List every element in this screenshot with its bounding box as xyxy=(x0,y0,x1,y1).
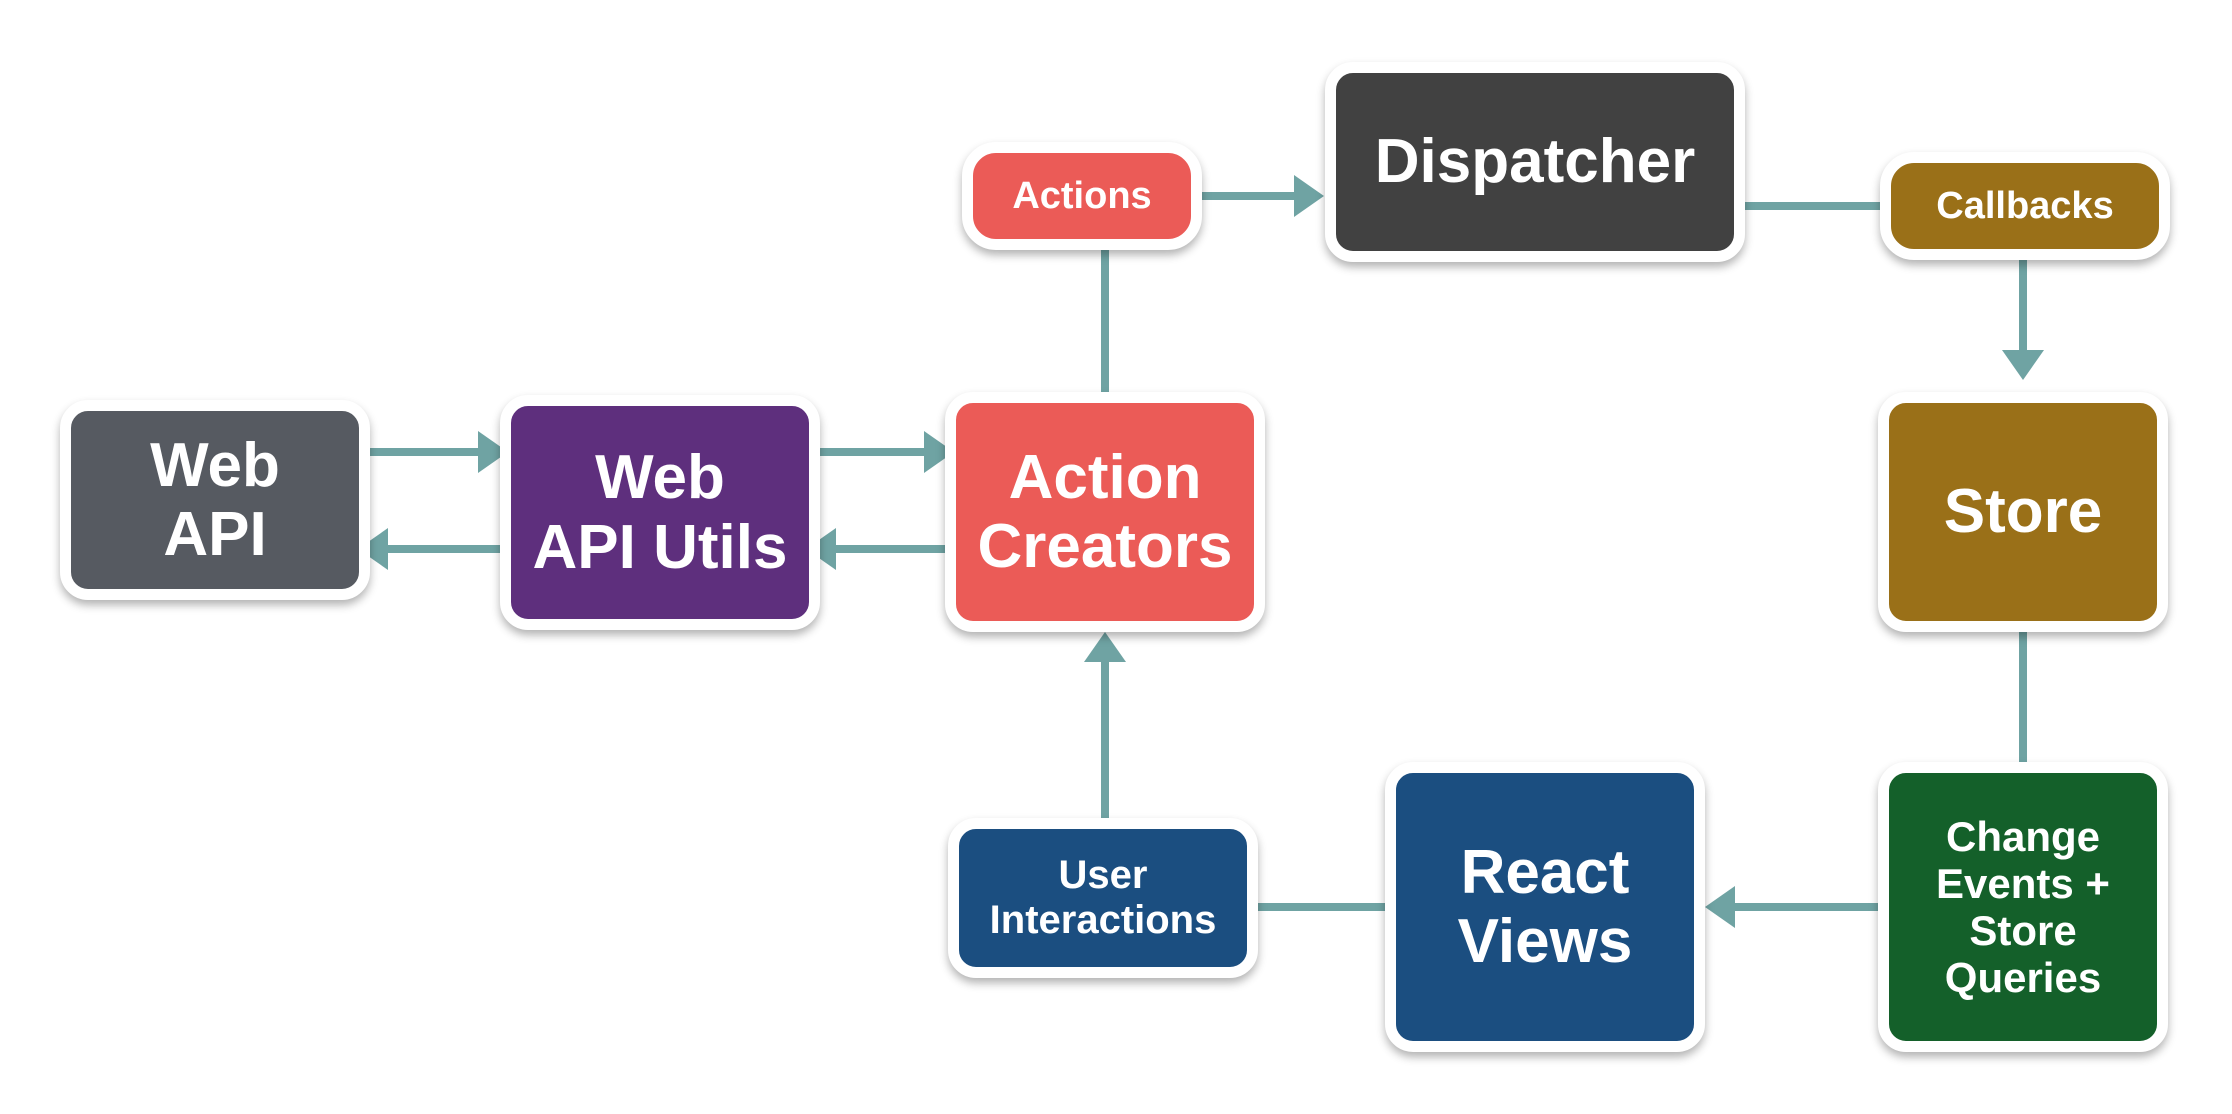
node-web-api-utils-label: Web API Utils xyxy=(532,443,788,582)
node-action-creators-label: Action Creators xyxy=(977,442,1233,581)
node-react-views-label: React Views xyxy=(1457,837,1633,976)
edge-action-creators-to-utils xyxy=(836,545,948,553)
edge-dispatcher-to-callbacks xyxy=(1744,202,1886,210)
node-dispatcher[interactable]: Dispatcher xyxy=(1325,62,1745,262)
edge-utils-to-action-creators xyxy=(818,448,928,456)
edge-action-creators-to-actions xyxy=(1101,245,1109,400)
node-web-api-utils[interactable]: Web API Utils xyxy=(500,395,820,630)
node-change-events-store-queries[interactable]: Change Events + Store Queries xyxy=(1878,762,2168,1052)
node-web-api[interactable]: Web API xyxy=(60,400,370,600)
arrowhead-actions-to-dispatcher xyxy=(1294,175,1324,217)
edge-user-interactions-to-action-creators xyxy=(1101,660,1109,820)
node-action-creators[interactable]: Action Creators xyxy=(945,392,1265,632)
node-user-interactions-label: User Interactions xyxy=(989,853,1217,942)
node-store-label: Store xyxy=(1943,477,2103,547)
node-dispatcher-label: Dispatcher xyxy=(1374,127,1696,197)
edge-actions-to-dispatcher xyxy=(1198,192,1298,200)
arrowhead-callbacks-to-store xyxy=(2002,350,2044,380)
node-actions-label: Actions xyxy=(1012,174,1152,217)
node-web-api-label: Web API xyxy=(150,430,280,569)
arrowhead-user-interactions-to-action-creators xyxy=(1084,632,1126,662)
arrowhead-change-events-to-react-views xyxy=(1705,886,1735,928)
edge-change-events-to-react-views xyxy=(1735,903,1883,911)
node-store[interactable]: Store xyxy=(1878,392,2168,632)
edge-utils-to-web-api xyxy=(388,545,502,553)
node-callbacks[interactable]: Callbacks xyxy=(1880,152,2170,260)
edge-store-to-change-events xyxy=(2019,628,2027,770)
node-actions[interactable]: Actions xyxy=(962,142,1202,250)
edge-react-views-to-user-interactions xyxy=(1252,903,1392,911)
node-callbacks-label: Callbacks xyxy=(1936,184,2114,227)
node-react-views[interactable]: React Views xyxy=(1385,762,1705,1052)
node-user-interactions[interactable]: User Interactions xyxy=(948,818,1258,978)
edge-web-api-to-utils xyxy=(370,448,482,456)
edge-callbacks-to-store xyxy=(2019,256,2027,356)
node-change-events-store-queries-label: Change Events + Store Queries xyxy=(1936,812,2110,1002)
